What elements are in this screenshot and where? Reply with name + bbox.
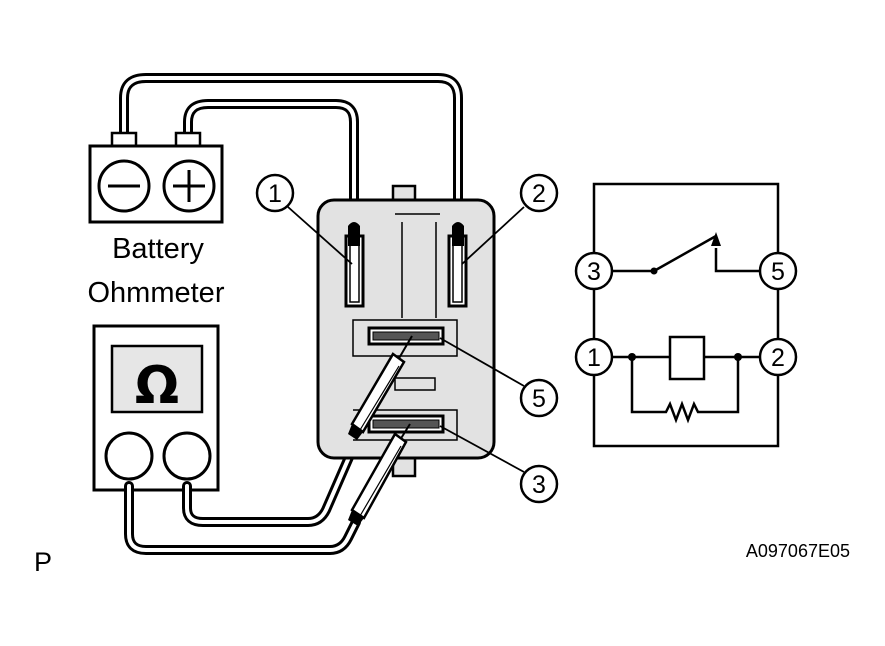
schematic-terminal-1-number: 1 (587, 344, 601, 372)
battery-positive-terminal (162, 159, 216, 213)
callout-5-number: 5 (532, 385, 546, 413)
schematic-terminal-5-number: 5 (771, 258, 785, 286)
ohm-symbol: Ω (135, 356, 179, 416)
schematic-terminal-3: 3 (574, 251, 614, 291)
relay-schematic (592, 182, 780, 448)
schematic-terminal-2: 2 (758, 337, 798, 377)
relay (316, 184, 496, 478)
ohmmeter-label: Ohmmeter (88, 277, 225, 309)
figure-code: A097067E05 (746, 541, 850, 561)
ohmmeter-leads (124, 427, 365, 555)
callout-1: 1 (255, 173, 295, 213)
callout-2-number: 2 (532, 180, 546, 208)
callout-1-number: 1 (268, 180, 282, 208)
view-mark: P (34, 547, 52, 577)
schematic-terminal-5: 5 (758, 251, 798, 291)
schematic-coil (668, 335, 706, 381)
battery (88, 131, 224, 224)
schematic-terminal-3-number: 3 (587, 258, 601, 286)
battery-negative-terminal (97, 159, 151, 213)
callout-3: 3 (519, 464, 559, 504)
callout-leaders (287, 206, 525, 473)
schematic-terminal-1: 1 (574, 337, 614, 377)
ohmmeter-jack-right (162, 431, 212, 481)
ohmmeter: Ω (92, 324, 220, 492)
battery-label: Battery (112, 233, 204, 265)
battery-wire-clips (348, 222, 464, 246)
ohmmeter-probe-upper (348, 335, 413, 440)
callout-3-number: 3 (532, 471, 546, 499)
schematic-junctions (628, 353, 742, 361)
callout-5: 5 (519, 378, 559, 418)
schematic-switch-marks (650, 232, 721, 275)
battery-wires (119, 73, 463, 237)
callout-2: 2 (519, 173, 559, 213)
ohmmeter-display (110, 344, 204, 414)
ohmmeter-jack-left (104, 431, 154, 481)
schematic-terminal-2-number: 2 (771, 344, 785, 372)
ohmmeter-probe-lower (348, 423, 411, 526)
